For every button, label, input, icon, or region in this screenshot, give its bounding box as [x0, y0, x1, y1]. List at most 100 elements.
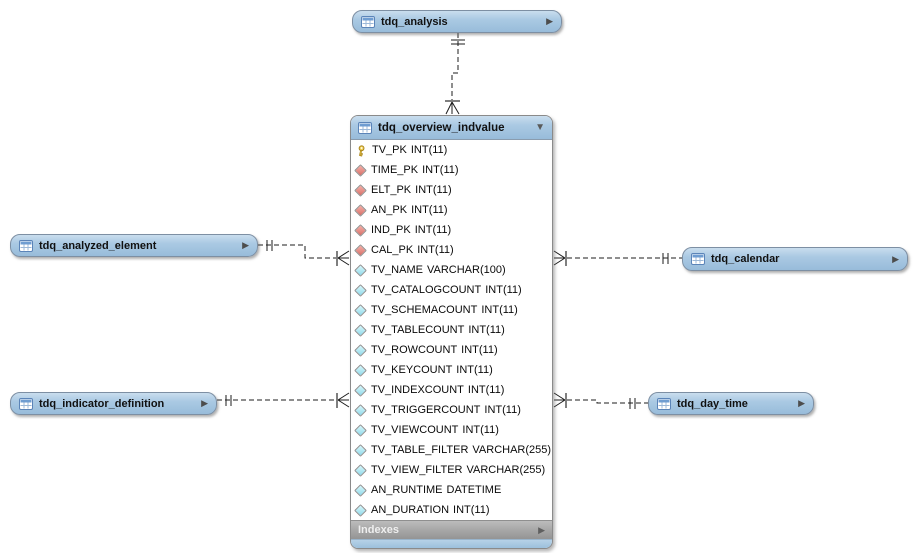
table-header[interactable]: tdq_overview_indvalue ▼ — [351, 116, 552, 140]
table-tdq-analyzed-element[interactable]: tdq_analyzed_element ▶ — [10, 234, 258, 257]
expand-arrow-icon[interactable]: ▶ — [798, 398, 805, 408]
table-tdq-analysis[interactable]: tdq_analysis ▶ — [352, 10, 562, 33]
column-type: VARCHAR(255) — [472, 444, 552, 456]
expand-arrow-icon[interactable]: ▶ — [201, 398, 208, 408]
table-tdq-calendar[interactable]: tdq_calendar ▶ — [682, 247, 908, 271]
column-name: TV_TABLECOUNT — [371, 324, 465, 336]
indexes-section[interactable]: Indexes ▶ — [351, 520, 552, 539]
column-type: INT(11) — [456, 364, 493, 376]
foreign-key-icon — [354, 243, 367, 257]
table-icon — [361, 15, 375, 28]
table-title: tdq_calendar — [711, 253, 780, 265]
column-icon — [354, 283, 367, 297]
column-name: TV_SCHEMACOUNT — [371, 304, 478, 316]
table-bottom-strip — [351, 539, 552, 548]
column-type: INT(11) — [410, 144, 448, 156]
column-name: TV_CATALOGCOUNT — [371, 284, 482, 296]
column-type: INT(11) — [481, 304, 518, 316]
column-name: AN_PK — [371, 204, 408, 216]
column-name: AN_RUNTIME — [371, 484, 443, 496]
table-title: tdq_overview_indvalue — [378, 121, 505, 134]
column-icon — [354, 343, 367, 357]
rel-analysis-overview — [445, 33, 465, 115]
table-title: tdq_indicator_definition — [39, 397, 165, 410]
rel-overview-day-time — [553, 392, 648, 409]
rel-analyzed-element-overview — [258, 240, 350, 266]
expand-arrow-icon[interactable]: ▶ — [546, 16, 553, 26]
column-icon — [354, 323, 367, 337]
column-name: TV_ROWCOUNT — [371, 344, 458, 356]
column-name: TV_INDEXCOUNT — [371, 384, 464, 396]
column-name: TV_VIEW_FILTER — [371, 464, 463, 476]
column-name: ELT_PK — [371, 184, 412, 196]
column-type: INT(11) — [422, 164, 459, 176]
table-icon — [19, 397, 33, 410]
table-icon — [358, 121, 372, 134]
column-type: INT(11) — [484, 404, 521, 416]
column-name: IND_PK — [371, 224, 411, 236]
column-icon — [354, 383, 367, 397]
column-type: INT(11) — [411, 204, 448, 216]
column-icon — [354, 303, 367, 317]
expand-arrow-icon[interactable]: ▶ — [538, 524, 545, 535]
column-name: TV_TABLE_FILTER — [371, 444, 469, 456]
column-name: TV_PK — [372, 144, 407, 156]
column-type: INT(11) — [468, 324, 505, 336]
table-icon — [19, 239, 33, 252]
column-type: DATETIME — [446, 484, 502, 496]
column-icon — [354, 483, 367, 497]
column-name: TIME_PK — [371, 164, 419, 176]
expand-arrow-icon[interactable]: ▶ — [242, 240, 249, 250]
column-type: INT(11) — [453, 504, 490, 516]
column-type: INT(11) — [414, 224, 452, 236]
column-type: INT(11) — [485, 284, 522, 296]
collapse-arrow-icon[interactable]: ▼ — [535, 121, 545, 133]
table-title: tdq_analyzed_element — [39, 239, 157, 252]
rel-overview-calendar — [553, 250, 682, 266]
table-title: tdq_day_time — [677, 397, 748, 410]
column-icon — [354, 263, 367, 277]
column-name: TV_KEYCOUNT — [371, 364, 453, 376]
column-type: VARCHAR(100) — [426, 264, 506, 276]
column-type: INT(11) — [417, 244, 454, 256]
foreign-key-icon — [354, 203, 367, 217]
column-icon — [354, 363, 367, 377]
column-icon — [354, 403, 367, 417]
expand-arrow-icon[interactable]: ▶ — [892, 253, 899, 264]
indexes-label: Indexes — [358, 524, 399, 536]
foreign-key-icon — [354, 183, 367, 197]
table-icon — [691, 253, 705, 265]
table-tdq-day-time[interactable]: tdq_day_time ▶ — [648, 392, 814, 415]
table-tdq-indicator-definition[interactable]: tdq_indicator_definition ▶ — [10, 392, 217, 415]
column-name: AN_DURATION — [371, 504, 450, 516]
column-name: TV_VIEWCOUNT — [371, 424, 459, 436]
foreign-key-icon — [354, 163, 367, 177]
foreign-key-icon — [354, 223, 367, 237]
rel-indicator-definition-overview — [217, 392, 350, 408]
column-type: INT(11) — [415, 184, 452, 196]
column-type: INT(11) — [461, 344, 498, 356]
column-icon — [354, 423, 367, 437]
primary-key-icon — [356, 144, 366, 157]
